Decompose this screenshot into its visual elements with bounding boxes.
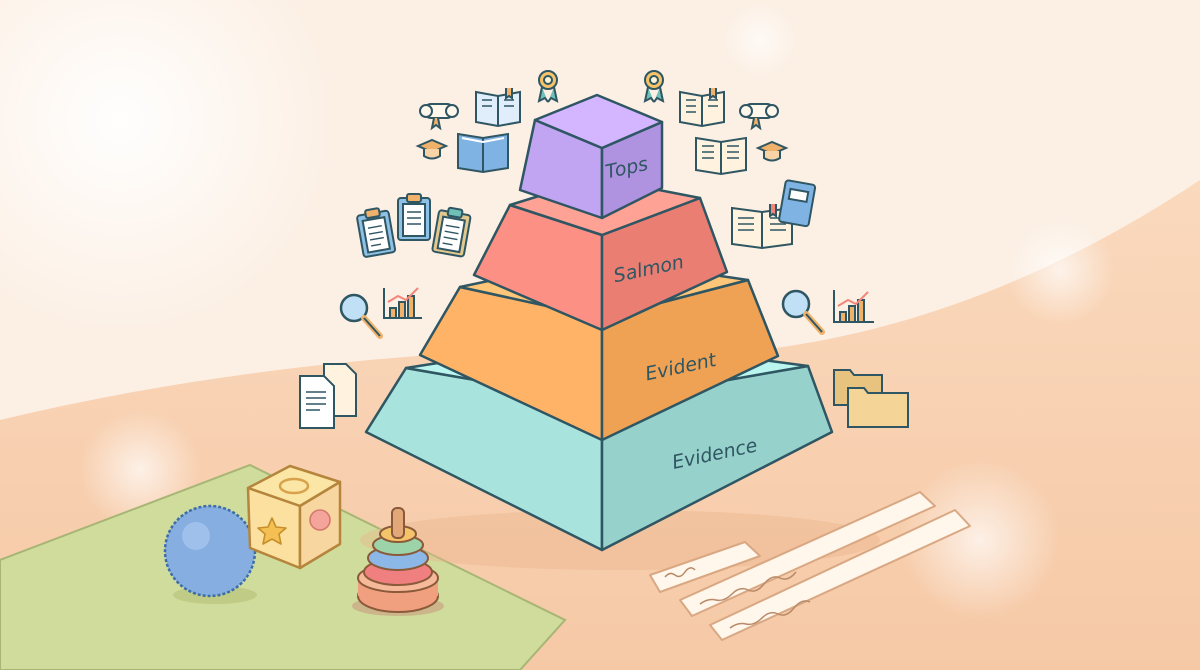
open-book-icon [731, 204, 793, 250]
stacking-rings [352, 507, 444, 616]
graduation-cap-icon [415, 138, 449, 160]
award-ribbon-icon [643, 70, 665, 103]
scroll-icon [419, 103, 459, 131]
light-glow [720, 0, 800, 80]
toy-block [246, 464, 342, 570]
light-glow [900, 460, 1060, 620]
award-ribbon-icon [537, 70, 559, 103]
magnifier-icon [781, 289, 825, 335]
pyramid-tier-top-face [533, 93, 664, 150]
open-book-icon [679, 88, 725, 128]
bar-chart-icon [383, 287, 422, 319]
magnifier-icon [339, 293, 383, 339]
light-glow [1005, 215, 1115, 325]
graduation-cap-icon [755, 140, 789, 162]
open-book-icon [475, 88, 521, 128]
clipboard-icon [397, 193, 431, 241]
light-glow [0, 0, 350, 350]
scroll-icon [739, 103, 779, 131]
notebook-icon [778, 179, 817, 228]
pyramid-tier-1: Tops [518, 93, 664, 220]
documents-icon [299, 363, 357, 429]
paper-strips [649, 491, 971, 641]
play-mat [0, 463, 567, 670]
clipboard-icon [431, 206, 472, 258]
book-icon [457, 132, 509, 174]
bar-chart-icon [833, 290, 874, 323]
folders-icon [833, 369, 909, 428]
clipboard-icon [356, 207, 397, 258]
open-book-icon [695, 136, 747, 176]
toy-ball [163, 504, 257, 604]
